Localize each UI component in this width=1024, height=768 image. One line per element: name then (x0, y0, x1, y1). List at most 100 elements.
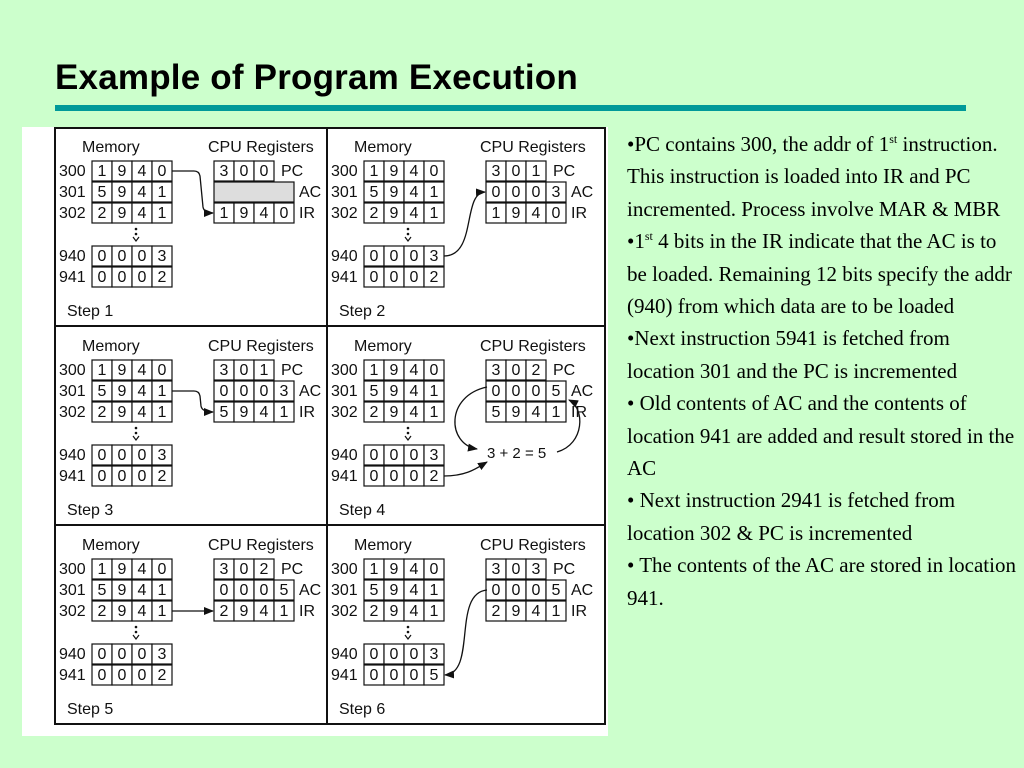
memory-header: Memory (82, 139, 140, 156)
note-text: 1 (634, 229, 645, 254)
register-name-label: AC (571, 582, 593, 599)
slide-title: Example of Program Execution (55, 58, 578, 97)
cpu-registers-header: CPU Registers (480, 139, 586, 156)
digit: 3 (280, 383, 289, 400)
digit-cell (151, 643, 173, 665)
digit: 1 (158, 603, 167, 620)
digit: 0 (512, 184, 521, 201)
ellipsis-dot (134, 625, 138, 629)
digit: 4 (138, 362, 147, 379)
digit: 3 (158, 646, 167, 663)
digit-cell (423, 664, 445, 686)
digit-cell (151, 579, 173, 601)
cpu-registers-header: CPU Registers (480, 338, 586, 355)
digit: 1 (158, 184, 167, 201)
digit: 0 (98, 468, 107, 485)
digit: 1 (370, 561, 379, 578)
digit: 1 (260, 362, 269, 379)
digit: 3 (158, 447, 167, 464)
digit: 1 (532, 163, 541, 180)
digit-cell (273, 401, 295, 423)
digit: 4 (410, 163, 419, 180)
digit: 4 (260, 205, 269, 222)
register-name-label: PC (281, 561, 303, 578)
ellipsis-chevron (404, 634, 412, 640)
digit: 0 (158, 163, 167, 180)
digit-cell (545, 600, 567, 622)
digit: 5 (98, 184, 107, 201)
memory-address: 300 (331, 561, 358, 578)
memory-address: 940 (331, 248, 358, 265)
digit: 0 (492, 582, 501, 599)
digit: 4 (410, 561, 419, 578)
digit-cell (151, 202, 173, 224)
bullet: • (627, 553, 640, 578)
note-text-continued: 4 bits in the IR indicate that the AC is… (627, 229, 1012, 319)
digit: 0 (512, 163, 521, 180)
digit: 4 (532, 603, 541, 620)
ellipsis-chevron (132, 435, 140, 441)
cpu-registers-header: CPU Registers (208, 139, 314, 156)
digit: 0 (430, 362, 439, 379)
digit: 0 (118, 468, 127, 485)
digit-cell (423, 401, 445, 423)
register-name-label: PC (553, 362, 575, 379)
digit-cell (273, 600, 295, 622)
register-name-label: AC (299, 184, 321, 201)
memory-address: 302 (331, 603, 358, 620)
digit-cell (151, 266, 173, 288)
digit: 4 (138, 404, 147, 421)
digit-cell (423, 600, 445, 622)
memory-header: Memory (82, 338, 140, 355)
digit: 1 (430, 603, 439, 620)
digit: 5 (430, 667, 439, 684)
digit: 0 (98, 269, 107, 286)
digit: 0 (118, 646, 127, 663)
note-text: Old contents of AC and the contents of l… (627, 391, 1015, 481)
digit-cell (545, 181, 567, 203)
digit: 9 (240, 603, 249, 620)
memory-address: 940 (59, 447, 86, 464)
digit: 4 (410, 603, 419, 620)
note-text: Next instruction 2941 is fetched from lo… (627, 488, 956, 545)
digit: 0 (430, 163, 439, 180)
digit: 5 (552, 582, 561, 599)
digit: 9 (512, 603, 521, 620)
digit: 1 (98, 362, 107, 379)
digit: 4 (138, 205, 147, 222)
note-4: • Old contents of AC and the contents of… (627, 387, 1019, 484)
digit: 3 (532, 561, 541, 578)
digit: 1 (158, 205, 167, 222)
digit: 0 (532, 184, 541, 201)
register-name-label: IR (299, 404, 315, 421)
digit: 4 (410, 184, 419, 201)
digit: 2 (220, 603, 229, 620)
digit: 9 (390, 582, 399, 599)
ellipsis-dot (134, 227, 138, 231)
digit: 9 (390, 205, 399, 222)
digit: 0 (240, 561, 249, 578)
register-name-label: PC (553, 561, 575, 578)
digit: 3 (220, 561, 229, 578)
digit: 0 (410, 447, 419, 464)
digit: 0 (512, 362, 521, 379)
digit: 9 (118, 582, 127, 599)
register-name-label: IR (571, 603, 587, 620)
